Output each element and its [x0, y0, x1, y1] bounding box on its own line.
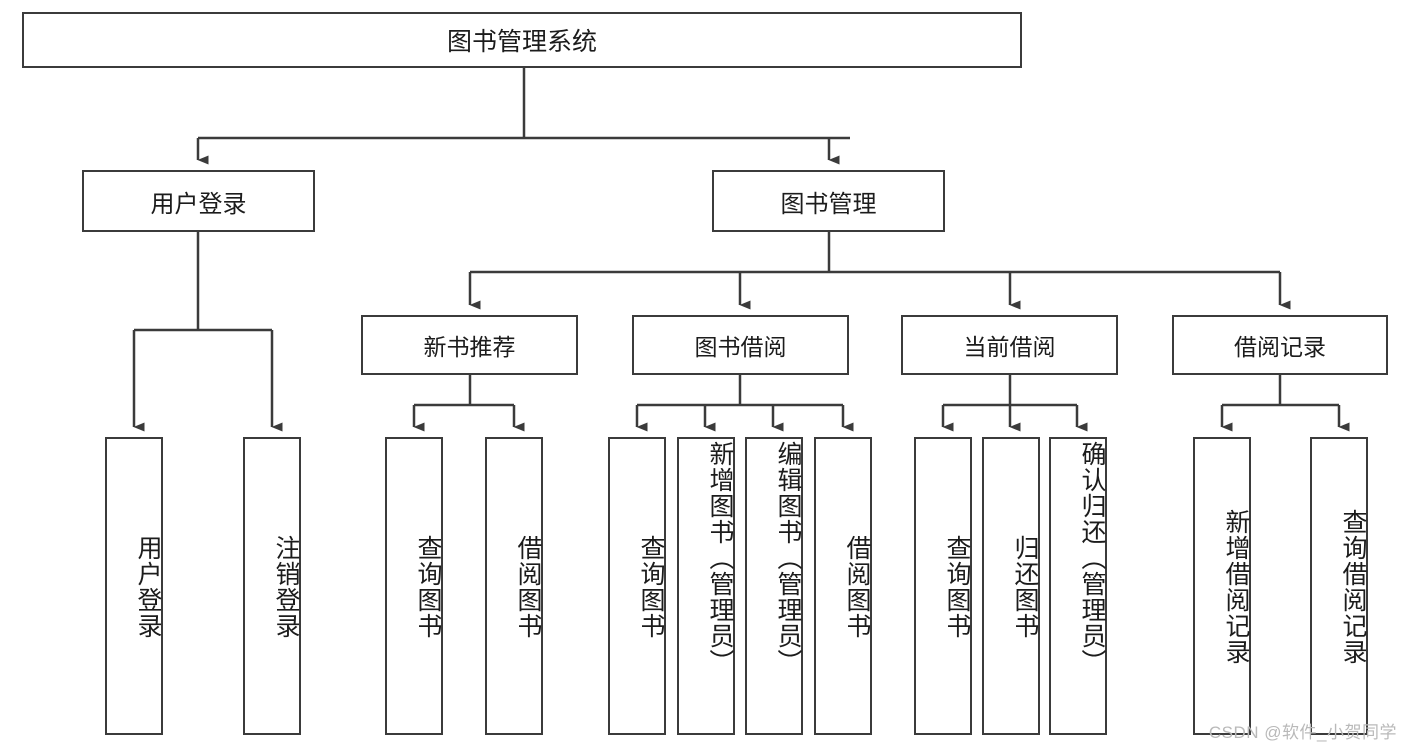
- node-label: 查询图书: [637, 535, 665, 639]
- node-label: 用户登录: [134, 535, 162, 639]
- node-label: 图书管理系统: [446, 28, 597, 56]
- node-label: 新增图书（管理员）: [706, 441, 734, 675]
- node-book-borrow[interactable]: 图书借阅: [632, 315, 849, 375]
- node-label: 新增借阅记录: [1222, 509, 1250, 665]
- leaf-borrow-book-recommend[interactable]: 借阅图书: [485, 437, 543, 735]
- node-book-management[interactable]: 图书管理: [712, 170, 945, 232]
- watermark-csdn: CSDN @软件_小贺同学: [1208, 723, 1397, 742]
- node-label: 归还图书: [1011, 535, 1039, 639]
- node-user-login[interactable]: 用户登录: [82, 170, 315, 232]
- node-label: 图书管理: [780, 190, 877, 218]
- leaf-logout[interactable]: 注销登录: [243, 437, 301, 735]
- node-label: 借阅记录: [1234, 334, 1326, 360]
- leaf-query-book-current[interactable]: 查询图书: [914, 437, 972, 735]
- node-label: 借阅图书: [514, 535, 542, 639]
- leaf-borrow-book[interactable]: 借阅图书: [814, 437, 872, 735]
- leaf-user-login[interactable]: 用户登录: [105, 437, 163, 735]
- leaf-edit-book-admin[interactable]: 编辑图书（管理员）: [745, 437, 803, 735]
- node-label: 图书借阅: [694, 334, 787, 360]
- node-new-book-recommend[interactable]: 新书推荐: [361, 315, 578, 375]
- leaf-add-borrow-record[interactable]: 新增借阅记录: [1193, 437, 1251, 735]
- node-label: 查询借阅记录: [1339, 509, 1367, 665]
- leaf-query-book-recommend[interactable]: 查询图书: [385, 437, 443, 735]
- node-borrow-record[interactable]: 借阅记录: [1172, 315, 1388, 375]
- node-label: 编辑图书（管理员）: [774, 441, 802, 675]
- leaf-query-borrow-record[interactable]: 查询借阅记录: [1310, 437, 1368, 735]
- node-label: 查询图书: [414, 535, 442, 639]
- node-root-system[interactable]: 图书管理系统: [22, 12, 1022, 68]
- node-label: 用户登录: [150, 190, 247, 218]
- node-label: 借阅图书: [843, 535, 871, 639]
- node-label: 确认归还（管理员）: [1078, 441, 1106, 675]
- node-label: 注销登录: [272, 535, 300, 639]
- leaf-confirm-return-admin[interactable]: 确认归还（管理员）: [1049, 437, 1107, 735]
- node-label: 新书推荐: [423, 334, 516, 360]
- node-label: 查询图书: [943, 535, 971, 639]
- leaf-query-book-borrow[interactable]: 查询图书: [608, 437, 666, 735]
- leaf-return-book[interactable]: 归还图书: [982, 437, 1040, 735]
- node-current-borrow[interactable]: 当前借阅: [901, 315, 1118, 375]
- node-label: 当前借阅: [963, 334, 1056, 360]
- leaf-add-book-admin[interactable]: 新增图书（管理员）: [677, 437, 735, 735]
